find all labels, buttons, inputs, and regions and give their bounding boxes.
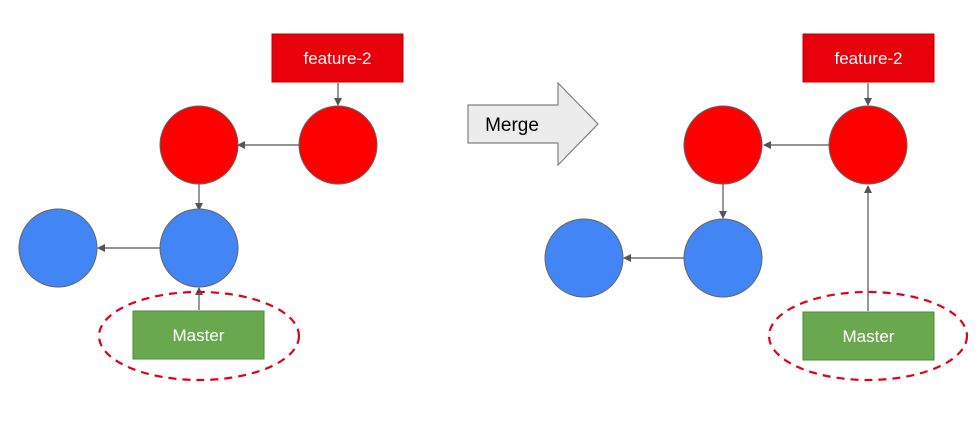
feature-2-branch-label-text: feature-2 <box>303 49 371 68</box>
after-graph: feature-2 Master <box>544 33 969 382</box>
merge-arrow-label: Merge <box>485 115 539 136</box>
master-branch-label-text: Master <box>843 327 895 346</box>
feature-2-branch-label <box>802 33 935 83</box>
feature-base-commit <box>159 105 239 185</box>
feature-base-commit <box>683 105 763 185</box>
master-branch-label <box>802 311 935 361</box>
master-branch-label <box>132 310 265 360</box>
feature-2-branch-label-text: feature-2 <box>834 49 902 68</box>
master-old-head-commit <box>683 218 763 298</box>
feature-tip-commit <box>298 105 378 185</box>
master-highlight-ring <box>767 290 969 382</box>
master-head-commit <box>159 208 239 288</box>
master-highlight-ring <box>97 290 301 382</box>
master-base-commit <box>544 218 624 298</box>
master-base-commit <box>18 208 98 288</box>
merge-arrow: Merge <box>467 81 599 167</box>
feature-2-branch-label <box>271 33 404 83</box>
merge-arrow-shape <box>467 81 599 167</box>
before-graph: feature-2 Master <box>18 33 404 382</box>
master-branch-label-text: Master <box>173 326 225 345</box>
feature-tip-commit <box>828 105 908 185</box>
